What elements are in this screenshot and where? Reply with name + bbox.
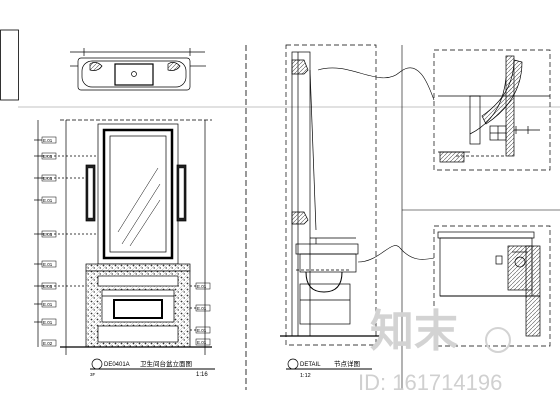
level-tag: E.01	[43, 176, 53, 181]
section-boundary	[285, 44, 377, 346]
countertop	[85, 263, 191, 272]
level-tag-box	[41, 260, 57, 268]
level-tag: E.01	[43, 320, 53, 325]
vanity-plan-outline	[77, 57, 191, 91]
level-tag: E.01	[197, 328, 207, 333]
level-tag: E.01	[43, 198, 53, 203]
wall-section	[291, 51, 311, 337]
callout-curve-lower	[357, 245, 435, 263]
mirror-frame	[102, 128, 174, 260]
basin-plan	[114, 63, 154, 86]
detail-marker-icon	[287, 358, 299, 370]
level-tag: E.01	[43, 138, 53, 143]
sub-mark: 3F	[90, 372, 96, 377]
level-tag-box	[195, 304, 211, 312]
level-tag: E.01	[197, 340, 207, 345]
watermark: 知末 ID: 161714196	[358, 306, 511, 395]
drawing-title: 卫生间台盆立面图	[140, 359, 192, 368]
drawing-title: 节点详图	[334, 359, 360, 368]
level-tag-box	[41, 339, 57, 347]
sheet-number: DETAIL	[300, 362, 321, 368]
level-tag: E.01	[43, 284, 53, 289]
level-tag-box	[41, 174, 57, 182]
level-tags-right: E.01 E.01 E.01 E.01	[195, 282, 211, 346]
level-tag-box	[41, 300, 57, 308]
section-marker-icon	[91, 358, 103, 370]
vanity-plan-view	[70, 48, 206, 91]
level-tag-box	[41, 136, 57, 144]
detail-boundary-upper	[433, 49, 551, 171]
watermark-logo-icon	[485, 327, 511, 353]
level-tag: E.01	[43, 154, 53, 159]
level-tag: E.01	[197, 284, 207, 289]
level-tag: E.01	[197, 306, 207, 311]
level-tag-box	[41, 152, 57, 160]
level-tag-box	[195, 326, 211, 334]
cornice-detail	[433, 49, 551, 171]
vanity-section-view	[280, 44, 380, 346]
drawing-scale: 1:12	[300, 373, 311, 379]
elevation-title-block: DE0401A 卫生间台盆立面图 1:16 3F	[90, 358, 215, 378]
detail-title-block: DETAIL 节点详图 1:12	[286, 358, 372, 379]
level-tag: E.01	[43, 262, 53, 267]
level-tag-box	[41, 230, 57, 238]
level-tag: E.02	[43, 341, 53, 346]
watermark-id: ID: 161714196	[358, 370, 502, 395]
vanity-elevation	[34, 119, 212, 355]
countertop-detail	[433, 225, 551, 347]
level-tag-box	[41, 282, 57, 290]
sheet-number: DE0401A	[104, 362, 130, 368]
drawing-scale: 1:16	[196, 372, 208, 378]
drain-fitting	[514, 256, 526, 268]
level-tag-box	[195, 338, 211, 346]
detail-callout-lines	[317, 67, 435, 263]
detail-boundary-lower	[433, 225, 551, 347]
level-tags-left: E.01 E.01 E.01 E.01 E.01 E.01 E.01 E.01 …	[41, 136, 57, 347]
watermark-logo: 知末	[370, 306, 511, 357]
title-block-tab	[0, 29, 19, 101]
level-tag-box	[41, 196, 57, 204]
level-tag: E.01	[43, 302, 53, 307]
level-tag-box	[41, 318, 57, 326]
level-tag: E.01	[43, 232, 53, 237]
cabinet-basin-front	[113, 299, 163, 319]
level-tag-box	[195, 282, 211, 290]
watermark-logo-text: 知末	[370, 306, 458, 357]
wall-stud	[469, 95, 481, 145]
callout-curve-upper	[317, 67, 435, 101]
